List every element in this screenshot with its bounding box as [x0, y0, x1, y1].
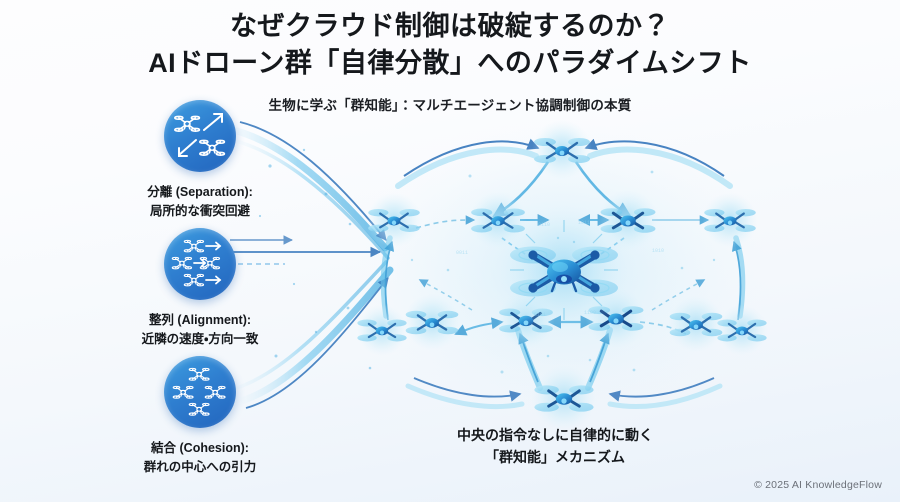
copyright-notice: © 2025 AI KnowledgeFlow: [754, 479, 882, 491]
concept-cohesion-title: 結合 (Cohesion):: [151, 441, 249, 455]
swarm-drone-icon: [716, 304, 768, 356]
concept-cohesion: 結合 (Cohesion): 群れの中心への引力: [85, 356, 315, 477]
concept-separation-label: 分離 (Separation): 局所的な衝突回避: [85, 183, 315, 221]
concept-cohesion-label: 結合 (Cohesion): 群れの中心への引力: [85, 439, 315, 477]
drone-separation-glyph: [174, 113, 226, 157]
concept-cohesion-desc: 群れの中心への引力: [143, 459, 257, 474]
central-drone-icon: [498, 204, 630, 336]
subtitle: 生物に学ぶ「群知能」：マルチエージェント協調制御の本質: [268, 98, 632, 113]
concept-separation-title: 分離 (Separation):: [147, 185, 253, 199]
swarm-network: 0110 1011 0101 1100 1010 0011: [352, 120, 772, 430]
swarm-drone-icon: [667, 295, 725, 353]
svg-text:1011: 1011: [578, 220, 590, 226]
drone-alignment-icon: [164, 228, 236, 300]
drone-separation-icon: [164, 100, 236, 172]
concept-alignment-title: 整列 (Alignment):: [148, 313, 252, 327]
concept-alignment-desc: 近隣の速度・方向一致: [141, 331, 259, 346]
svg-text:0110: 0110: [538, 222, 550, 228]
drone-alignment-glyph: [171, 239, 222, 287]
swarm-drone-icon: [702, 192, 758, 248]
swarm-drone-icon: [366, 192, 422, 248]
swarm-caption-line-1: 中央の指令なしに自律的に動く: [457, 427, 653, 443]
swarm-caption: 中央の指令なしに自律的に動く 「群知能」メカニズム: [380, 425, 730, 468]
svg-text:0101: 0101: [534, 312, 546, 318]
page-title: なぜクラウド制御は破綻するのか？ AIドローン群「自律分散」へのパラダイムシフト: [0, 8, 900, 83]
swarm-drone-icon: [532, 120, 592, 180]
title-line-2: AIドローン群「自律分散」へのパラダイムシフト: [148, 48, 752, 79]
svg-text:0011: 0011: [456, 250, 468, 256]
drone-cohesion-glyph: [172, 367, 226, 416]
drone-cohesion-icon: [164, 356, 236, 428]
swarm-drone-icon: [531, 365, 597, 430]
swarm-svg: 0110 1011 0101 1100 1010 0011: [356, 120, 768, 430]
concept-alignment-label: 整列 (Alignment): 近隣の速度・方向一致: [85, 311, 315, 349]
concept-alignment: 整列 (Alignment): 近隣の速度・方向一致: [85, 228, 315, 349]
concept-separation: 分離 (Separation): 局所的な衝突回避: [85, 100, 315, 221]
title-line-1: なぜクラウド制御は破綻するのか？: [230, 11, 670, 41]
svg-text:1010: 1010: [652, 248, 664, 254]
swarm-drone-icon: [403, 293, 461, 351]
svg-text:1100: 1100: [584, 310, 596, 316]
swarm-drone-icon: [356, 304, 408, 356]
concept-separation-desc: 局所的な衝突回避: [149, 203, 250, 218]
swarm-caption-line-2: 「群知能」メカニズム: [485, 448, 625, 465]
